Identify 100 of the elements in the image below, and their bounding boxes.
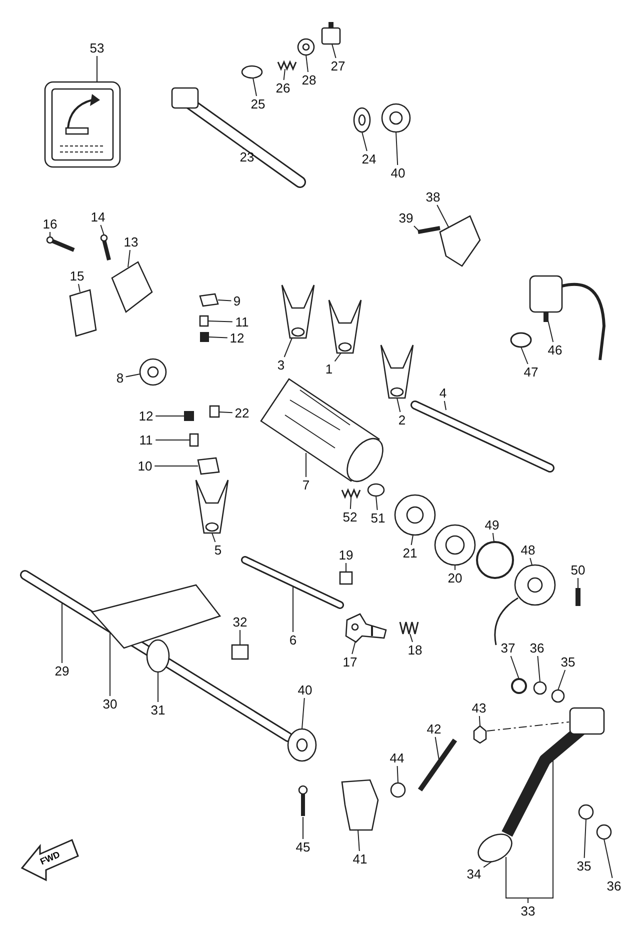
shift-fork-drawing xyxy=(328,299,362,354)
bearing-drawing xyxy=(287,728,317,762)
switch-drawing xyxy=(529,275,606,360)
leader-line xyxy=(436,204,450,228)
direction-label: FWD xyxy=(38,849,62,867)
callout-number: 40 xyxy=(298,682,312,698)
callout-number: 48 xyxy=(520,542,536,558)
callout-number: 36 xyxy=(606,878,622,894)
plate-drawing xyxy=(197,457,220,475)
callout-number: 15 xyxy=(70,268,84,284)
callout-number: 38 xyxy=(426,190,440,204)
callout-number: 53 xyxy=(90,40,104,56)
leader-line xyxy=(252,78,257,96)
washer-drawing xyxy=(533,681,547,695)
leader-line xyxy=(492,532,494,542)
callout-number: 31 xyxy=(150,702,166,718)
callout-number: 39 xyxy=(398,210,414,226)
shift-fork-drawing xyxy=(195,479,229,534)
pin-drawing xyxy=(200,332,209,342)
callout-number: 5 xyxy=(214,542,222,558)
leader-line xyxy=(478,716,480,726)
leader-line xyxy=(358,830,360,852)
plate-drawing xyxy=(394,494,436,536)
callout-number: 11 xyxy=(235,314,249,330)
callout-number: 47 xyxy=(524,364,538,380)
instruction-plate-drawing xyxy=(44,81,121,168)
callout-number: 37 xyxy=(500,640,516,656)
lever-drawing xyxy=(341,779,379,831)
leader-line xyxy=(302,698,305,730)
leader-line xyxy=(362,132,368,152)
bolt-drawing xyxy=(339,571,353,585)
callout-number: 34 xyxy=(466,866,482,882)
callout-number: 4 xyxy=(439,386,447,400)
selector-plate-drawing xyxy=(90,584,222,649)
bolt-drawing xyxy=(576,588,580,606)
callout-number: 14 xyxy=(90,210,106,224)
nut-drawing xyxy=(473,725,487,744)
pin-drawing xyxy=(189,433,199,447)
callout-number: 26 xyxy=(276,80,290,96)
callout-number: 51 xyxy=(370,510,386,526)
plate-drawing xyxy=(111,261,153,314)
leader-line xyxy=(284,338,292,358)
pin-drawing xyxy=(199,315,209,327)
leader-line xyxy=(454,564,456,570)
callout-number: 3 xyxy=(277,358,285,372)
washer-drawing xyxy=(551,689,565,703)
callout-number: 2 xyxy=(398,412,406,428)
callout-number: 13 xyxy=(124,234,138,250)
callout-number: 36 xyxy=(530,640,544,656)
rod-drawing xyxy=(418,738,458,792)
leader-line xyxy=(292,584,294,632)
leader-line xyxy=(558,670,566,690)
callout-number: 40 xyxy=(390,166,406,180)
callout-number: 32 xyxy=(232,614,248,630)
callout-number: 28 xyxy=(302,72,316,88)
pin-drawing xyxy=(184,411,194,421)
shift-fork-drawing xyxy=(380,344,414,399)
leader-line xyxy=(334,352,342,362)
washer-drawing xyxy=(353,107,371,133)
leader-line xyxy=(350,498,352,510)
leader-line xyxy=(302,816,304,840)
leader-line xyxy=(218,412,233,414)
leader-line xyxy=(444,400,446,410)
leader-line xyxy=(584,818,586,858)
washer-drawing xyxy=(596,824,612,840)
pedal-drawing xyxy=(502,707,605,837)
callout-number: 35 xyxy=(560,654,576,670)
callout-number: 7 xyxy=(302,478,310,492)
leader-line xyxy=(128,250,130,268)
callout-number: 45 xyxy=(296,840,310,854)
screw-drawing xyxy=(46,236,75,252)
bolt-drawing xyxy=(321,22,341,45)
screw-drawing xyxy=(298,785,308,816)
callout-number: 46 xyxy=(548,342,562,358)
callout-number: 21 xyxy=(402,546,418,560)
leader-line xyxy=(100,224,104,236)
leader-line xyxy=(510,656,520,680)
circlip-drawing xyxy=(511,678,527,694)
star-wheel-drawing xyxy=(139,358,167,386)
plate-drawing xyxy=(69,289,97,337)
o-ring-drawing xyxy=(510,332,532,348)
plate-drawing xyxy=(199,293,219,307)
screw-drawing xyxy=(418,226,440,234)
pin-drawing xyxy=(241,65,263,79)
callout-number: 43 xyxy=(472,700,486,716)
pin-drawing xyxy=(367,483,385,497)
leader-line xyxy=(537,656,540,682)
spring-drawing xyxy=(399,621,419,635)
leader-line xyxy=(283,68,286,80)
callout-number: 10 xyxy=(138,458,152,474)
leader-line xyxy=(396,398,401,412)
bearing-drawing xyxy=(381,103,411,133)
leader-line xyxy=(530,558,532,566)
callout-number: 29 xyxy=(54,664,70,678)
spring-drawing xyxy=(277,60,297,71)
callout-number: 8 xyxy=(116,370,124,386)
callout-number: 12 xyxy=(230,330,244,346)
leader-line xyxy=(125,374,140,378)
callout-number: 24 xyxy=(362,152,376,166)
bracket-line xyxy=(528,758,554,904)
